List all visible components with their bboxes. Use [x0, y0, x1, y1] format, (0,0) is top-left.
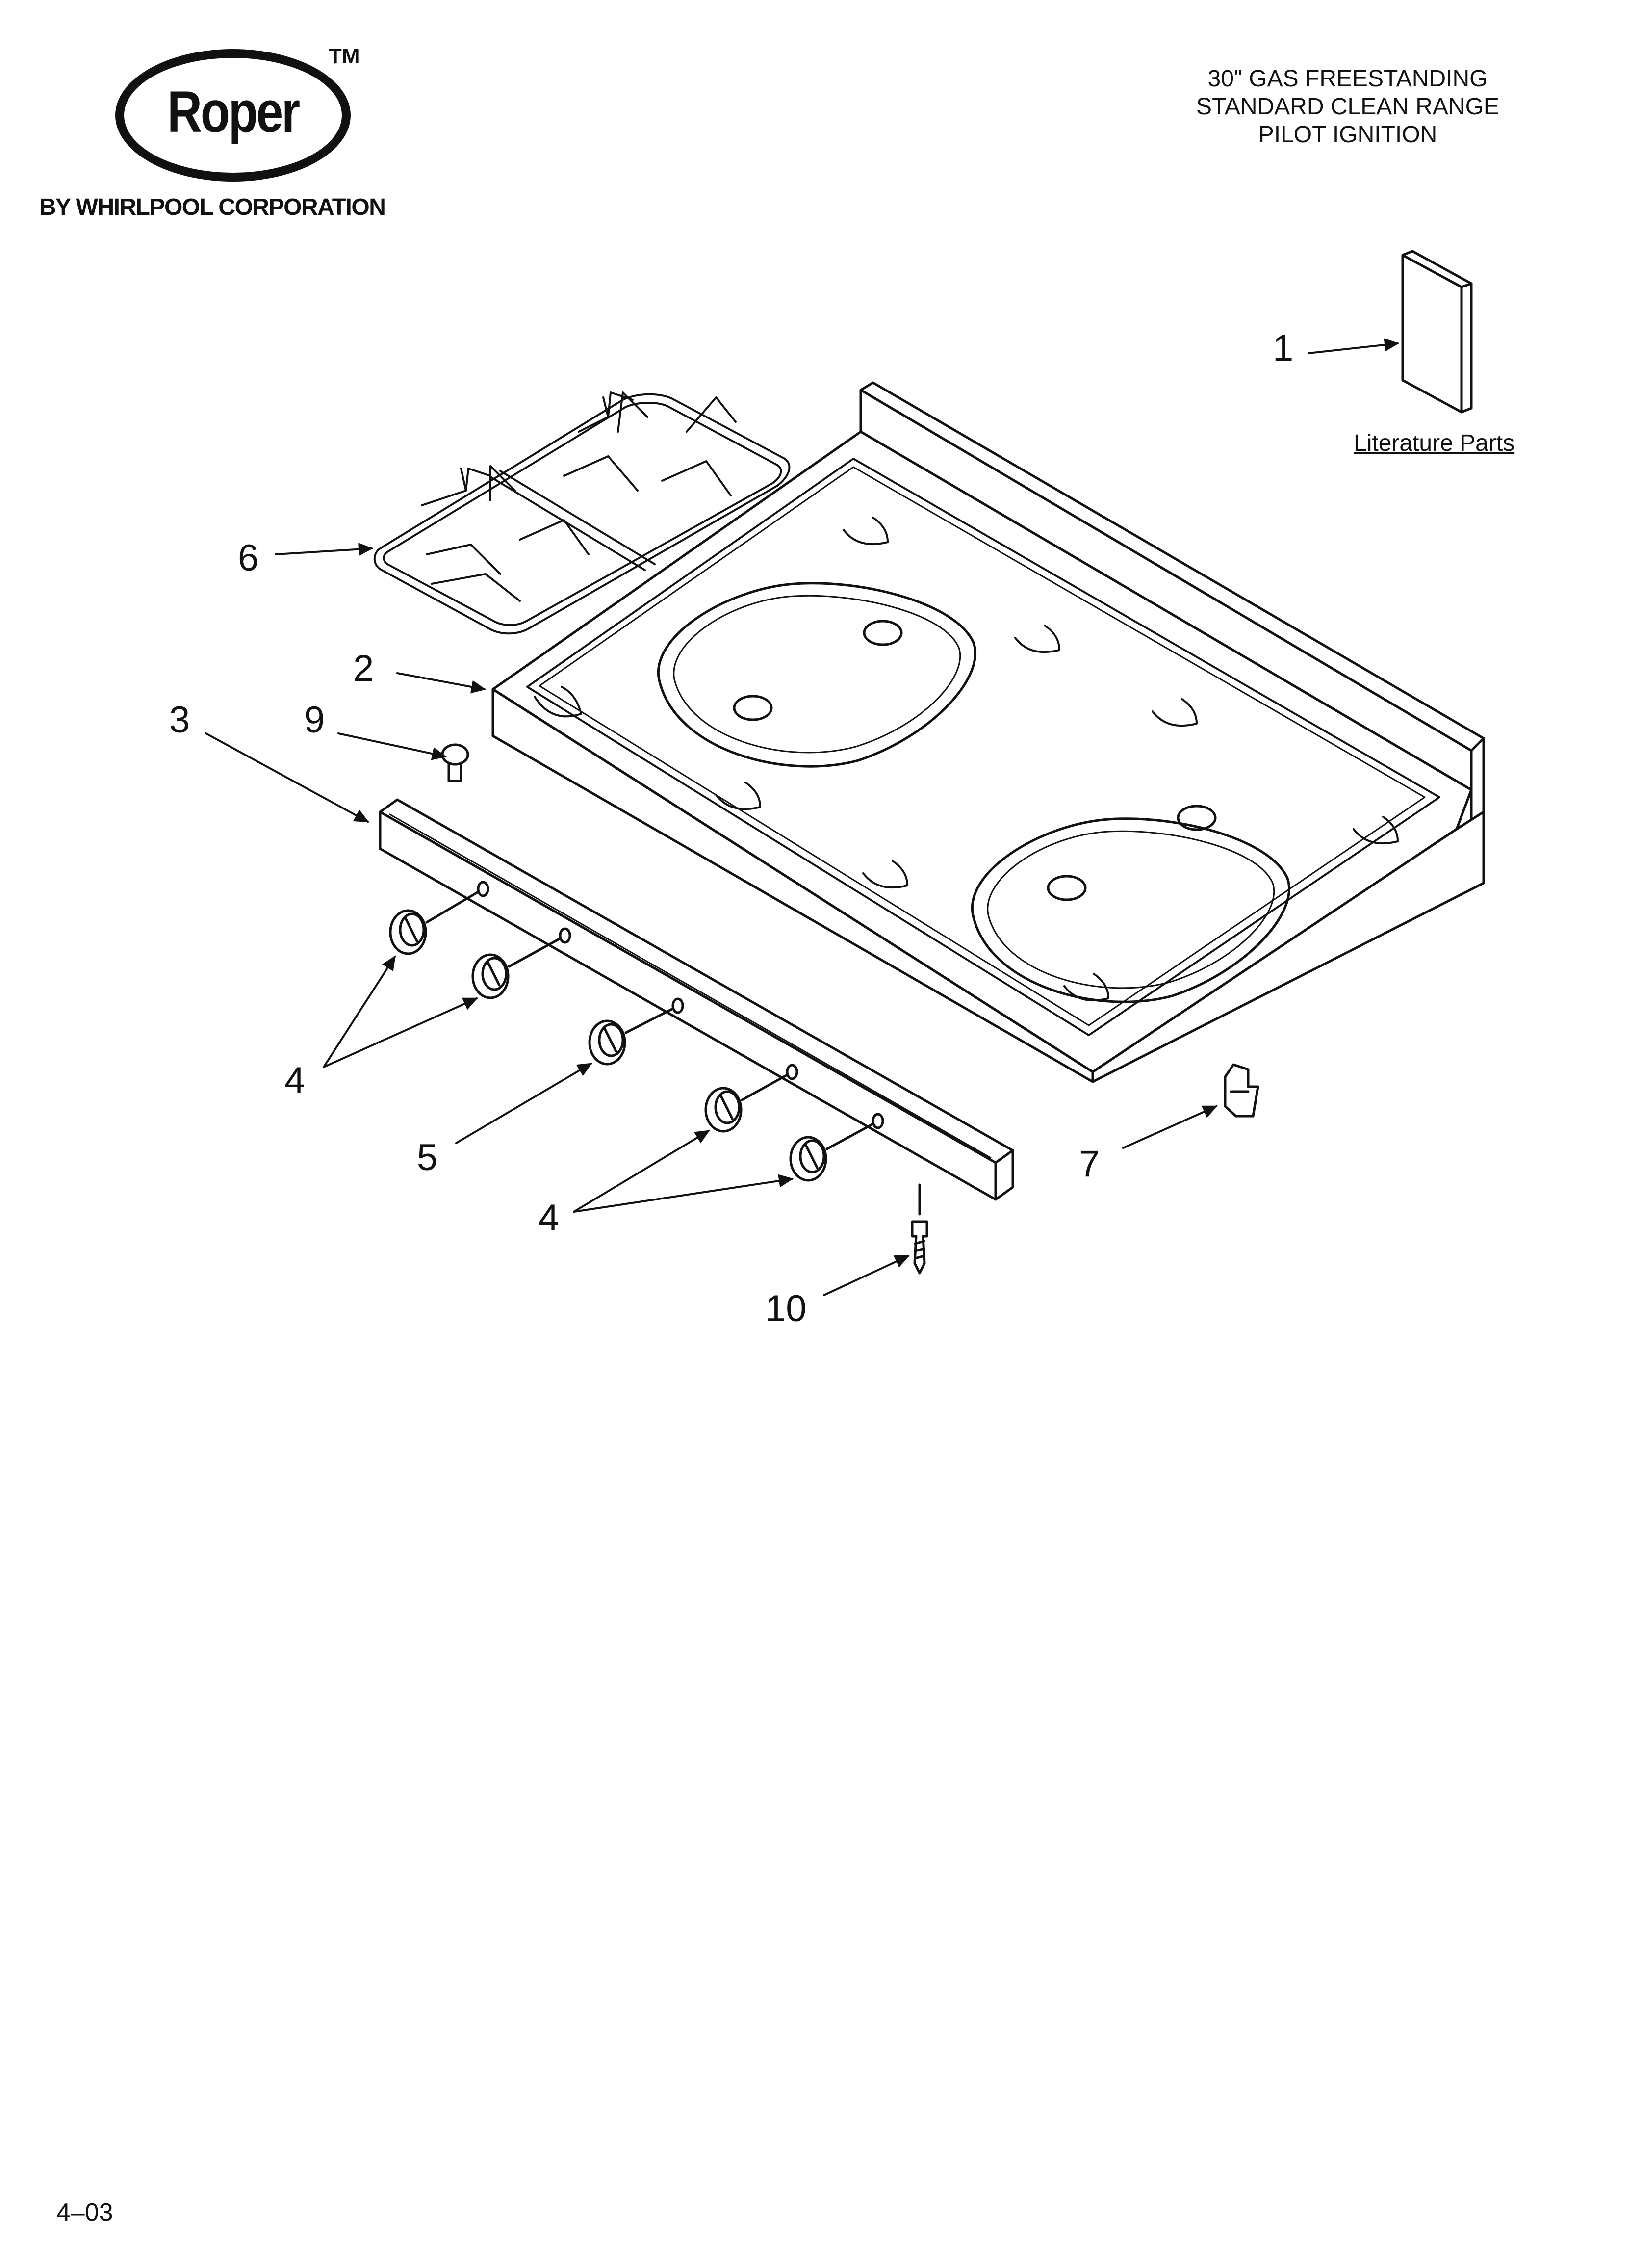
callout-3: 3: [169, 699, 190, 741]
control-panel: [379, 798, 1014, 1201]
leader-lines: [205, 338, 1399, 1296]
title-line-1: 30" GAS FREESTANDING: [1207, 66, 1488, 92]
logo-subtitle: BY WHIRLPOOL CORPORATION: [39, 194, 386, 220]
literature-parts-label: Literature Parts: [1354, 430, 1515, 456]
callout-10: 10: [765, 1288, 807, 1330]
knob-3: [588, 1007, 674, 1066]
callout-1: 1: [1273, 327, 1294, 369]
callout-2: 2: [353, 648, 374, 689]
callout-9: 9: [304, 699, 325, 741]
stud-pin: [441, 743, 469, 782]
callout-4b: 4: [539, 1197, 560, 1239]
document-title: 30" GAS FREESTANDING STANDARD CLEAN RANG…: [1127, 65, 1568, 149]
callout-5: 5: [417, 1137, 438, 1178]
brand-logo: Roper TM BY WHIRLPOOL CORPORATION: [39, 44, 451, 231]
knob-2: [471, 937, 562, 999]
callout-6: 6: [238, 537, 259, 579]
knob-1: [389, 890, 480, 955]
knob-4: [704, 1073, 789, 1133]
clip: [1224, 1063, 1259, 1118]
callout-7: 7: [1079, 1143, 1100, 1185]
literature-parts-booklet: [1401, 250, 1473, 414]
revision-code: 4–03: [56, 2198, 113, 2227]
screw: [911, 1183, 928, 1275]
knob-5: [789, 1122, 874, 1182]
logo-trademark: TM: [329, 44, 360, 68]
title-line-2: STANDARD CLEAN RANGE: [1196, 94, 1499, 120]
logo-wordmark: Roper: [167, 79, 300, 145]
callout-4a: 4: [284, 1060, 306, 1101]
title-line-3: PILOT IGNITION: [1258, 122, 1437, 148]
burner-grate: [373, 391, 791, 635]
cooktop: [491, 381, 1485, 1083]
